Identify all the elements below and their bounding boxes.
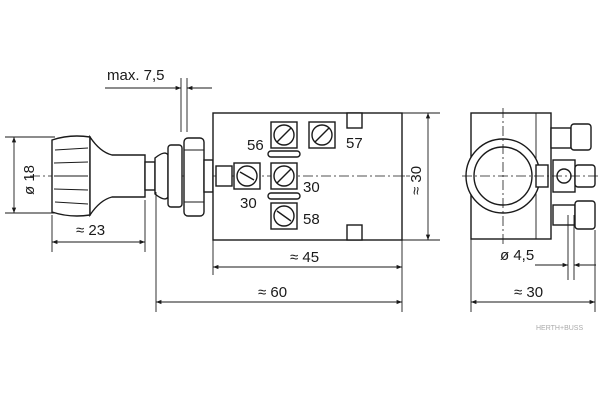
- hole-diameter-label: ø 4,5: [500, 247, 534, 264]
- tab-bottom: [346, 224, 363, 241]
- dim-body-width: ≈ 30: [470, 230, 596, 312]
- terminal-58-label: 58: [303, 211, 320, 228]
- terminal-57-label: 57: [346, 135, 363, 152]
- screw-57: [308, 121, 336, 149]
- knob-length-label: ≈ 23: [76, 222, 105, 239]
- overall-length-label: ≈ 60: [258, 284, 287, 301]
- knob-diameter-label: ø 18: [21, 165, 38, 195]
- terminal-30-center-label: 30: [303, 179, 320, 196]
- dim-body-length: ≈ 45: [212, 240, 403, 312]
- screw-30-center: [270, 162, 298, 190]
- terminal-30-left-label: 30: [240, 195, 257, 212]
- screw-56: [270, 121, 298, 149]
- knob: [51, 134, 156, 218]
- dim-knob-length: ≈ 23: [51, 200, 146, 252]
- screw-terminals: [233, 121, 336, 230]
- mounting-nut: [154, 137, 214, 217]
- max-gap-label: max. 7,5: [107, 67, 165, 84]
- plunger: [215, 165, 233, 187]
- watermark: HERTH+BUSS: [536, 325, 583, 332]
- front-view: [462, 108, 598, 246]
- screw-58: [270, 202, 298, 230]
- dim-hole-diameter: ø 4,5: [500, 215, 596, 280]
- body-width-label: ≈ 30: [514, 284, 543, 301]
- dim-body-height: ≈ 30: [402, 112, 440, 241]
- screw-30-left: [233, 162, 261, 190]
- body-length-label: ≈ 45: [290, 249, 319, 266]
- dim-knob-diameter: ø 18: [5, 136, 55, 214]
- dim-overall-length: ≈ 60: [155, 192, 402, 312]
- dim-max-gap: max. 7,5: [105, 67, 212, 132]
- terminal-56-label: 56: [247, 137, 264, 154]
- body-height-label: ≈ 30: [408, 166, 425, 195]
- tab-top: [346, 112, 363, 129]
